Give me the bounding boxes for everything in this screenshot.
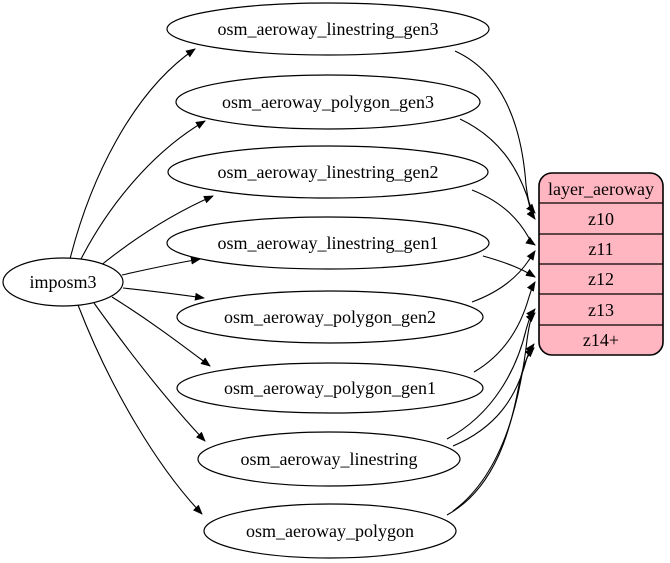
edge-osm_aeroway_polygon-to-z14plus — [446, 347, 535, 516]
node-osm_aeroway_polygon_gen1: osm_aeroway_polygon_gen1 — [176, 362, 484, 414]
node-layer_aeroway: layer_aeroway z10 z11 z12 z13 z14+ — [538, 172, 664, 356]
table-label: osm_aeroway_polygon — [246, 521, 414, 541]
edge-imposm3-to-osm_aeroway_linestring — [93, 302, 206, 442]
zoom-row-z11: z11 — [588, 239, 613, 259]
edge-osm_aeroway_polygon_gen1-to-z12 — [473, 281, 536, 373]
edge-osm_aeroway_linestring_gen1-to-z12 — [482, 255, 536, 278]
node-osm_aeroway_polygon: osm_aeroway_polygon — [203, 503, 457, 559]
zoom-row-z14plus: z14+ — [583, 330, 619, 350]
table-ellipse — [175, 74, 481, 130]
table-label: osm_aeroway_polygon_gen3 — [222, 92, 434, 112]
edge-imposm3-to-osm_aeroway_polygon_gen2 — [122, 287, 205, 301]
table-ellipse — [203, 503, 457, 559]
table-ellipse — [166, 2, 490, 56]
zoom-row-z12: z12 — [588, 269, 614, 289]
table-ellipse — [167, 145, 489, 199]
node-osm_aeroway_linestring: osm_aeroway_linestring — [197, 431, 461, 487]
edge-imposm3-to-osm_aeroway_linestring_gen3 — [69, 48, 196, 260]
table-ellipse — [197, 431, 461, 487]
layer-aeroway-title: layer_aeroway — [548, 179, 654, 199]
zoom-row-z10: z10 — [588, 209, 614, 229]
node-imposm3: imposm3 — [2, 257, 124, 307]
edge-imposm3-to-osm_aeroway_polygon_gen1 — [111, 296, 211, 367]
table-label: osm_aeroway_polygon_gen1 — [224, 378, 436, 398]
table-label: osm_aeroway_linestring_gen1 — [218, 233, 439, 253]
node-osm_aeroway_polygon_gen2: osm_aeroway_polygon_gen2 — [176, 290, 484, 344]
node-osm_aeroway_linestring_gen3: osm_aeroway_linestring_gen3 — [166, 2, 490, 56]
edge-osm_aeroway_polygon_gen3-to-z10 — [459, 118, 536, 220]
node-osm_aeroway_polygon_gen3: osm_aeroway_polygon_gen3 — [175, 74, 481, 130]
imposm3-ellipse — [2, 257, 124, 307]
zoom-row-z13: z13 — [588, 300, 614, 320]
edge-imposm3-to-osm_aeroway_polygon_gen3 — [79, 120, 206, 262]
edge-layer — [69, 48, 536, 516]
table-ellipse — [166, 216, 490, 270]
table-ellipse — [176, 290, 484, 344]
table-ellipse — [176, 362, 484, 414]
edge-imposm3-to-osm_aeroway_linestring_gen2 — [99, 195, 214, 267]
node-osm_aeroway_linestring_gen2: osm_aeroway_linestring_gen2 — [167, 145, 489, 199]
table-label: osm_aeroway_linestring_gen3 — [218, 19, 439, 39]
edge-osm_aeroway_linestring_gen2-to-z11 — [471, 189, 536, 246]
table-label: osm_aeroway_linestring — [241, 449, 418, 469]
edge-imposm3-to-osm_aeroway_polygon — [77, 304, 203, 515]
edge-imposm3-to-osm_aeroway_linestring_gen1 — [121, 256, 201, 276]
table-label: osm_aeroway_polygon_gen2 — [224, 307, 436, 327]
table-label: osm_aeroway_linestring_gen2 — [218, 162, 439, 182]
edge-osm_aeroway_polygon_gen2-to-z11 — [471, 250, 536, 303]
imposm3-label: imposm3 — [29, 272, 96, 292]
node-osm_aeroway_linestring_gen1: osm_aeroway_linestring_gen1 — [166, 216, 490, 270]
edge-osm_aeroway_linestring_gen3-to-z10 — [454, 50, 536, 214]
